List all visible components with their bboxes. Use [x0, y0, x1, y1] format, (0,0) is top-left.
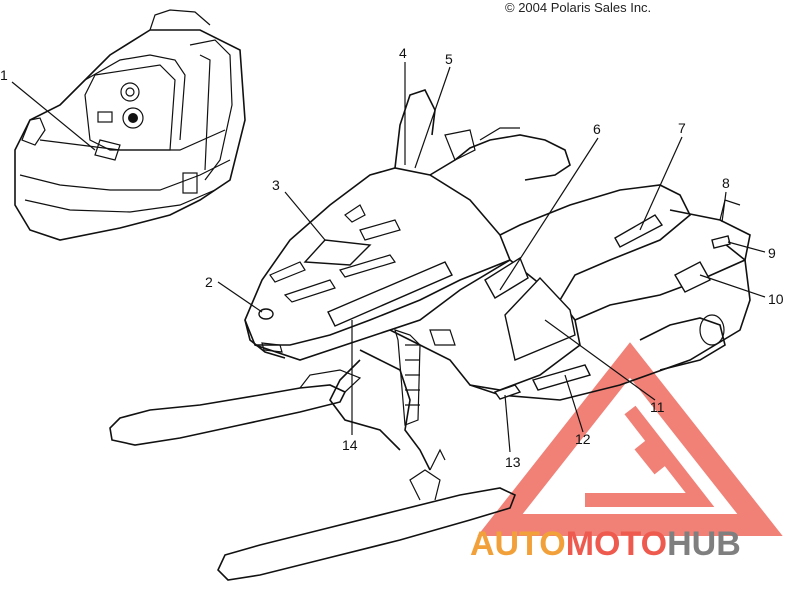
decal-10 [674, 261, 711, 293]
watermark-logo [477, 342, 783, 536]
svg-text:AUTOMOTOHUB: AUTOMOTOHUB [470, 525, 741, 563]
callout-12: 12 [575, 431, 591, 447]
callout-7: 7 [678, 120, 686, 136]
callout-5: 5 [445, 51, 453, 67]
decal-9 [711, 235, 731, 249]
callout-9: 9 [768, 245, 776, 261]
callout-13: 13 [505, 454, 521, 470]
decal-2 [258, 308, 274, 320]
callout-14: 14 [342, 437, 358, 453]
callout-10: 10 [768, 291, 784, 307]
callout-2: 2 [205, 274, 213, 290]
decal-14 [327, 261, 453, 327]
decal-12 [531, 364, 592, 391]
decal-7 [614, 214, 664, 248]
decal-3 [303, 239, 372, 266]
snowmobile-body [109, 89, 751, 581]
callout-labels: 1 2 3 4 5 6 7 8 9 10 11 12 13 14 [0, 45, 784, 470]
decal-6 [484, 256, 529, 299]
watermark-auto: AUTO [470, 525, 566, 563]
decal-11 [504, 276, 576, 361]
callout-3: 3 [272, 177, 280, 193]
callout-11: 11 [650, 399, 665, 415]
leader-lines [11, 62, 766, 453]
watermark-moto: MOTO [566, 525, 667, 563]
copyright-text: © 2004 Polaris Sales Inc. [505, 0, 652, 15]
callout-8: 8 [722, 175, 730, 191]
decals [258, 204, 731, 400]
callout-4: 4 [399, 45, 407, 61]
watermark-text: AUTOMOTOHUB [470, 525, 741, 563]
callout-6: 6 [593, 121, 601, 137]
watermark-hub: HUB [667, 525, 741, 563]
console-inset [14, 9, 246, 241]
decal-13 [493, 384, 522, 400]
callout-1: 1 [0, 67, 8, 83]
